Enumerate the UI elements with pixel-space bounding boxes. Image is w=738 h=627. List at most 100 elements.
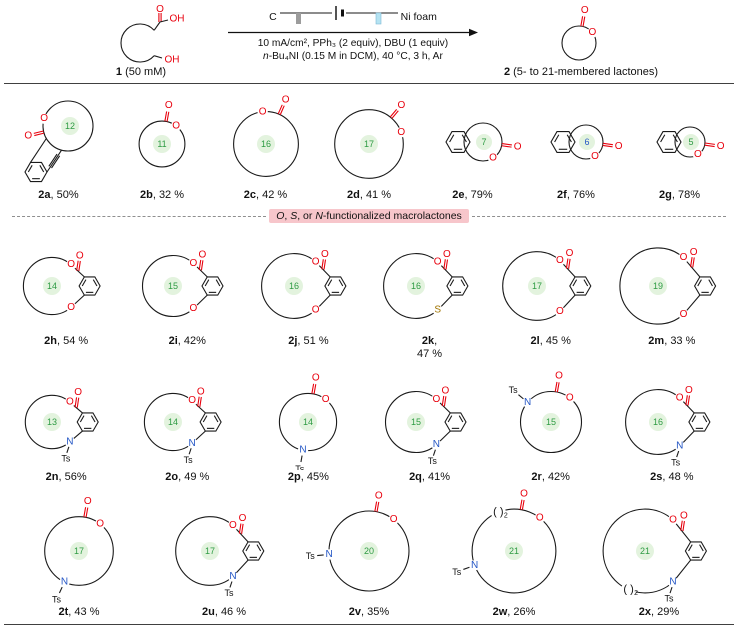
product-label-2f: 2f, 76%	[557, 189, 595, 202]
svg-text:20: 20	[364, 546, 374, 556]
svg-text:Ts: Ts	[427, 456, 437, 466]
svg-text:16: 16	[653, 417, 663, 427]
product-number: 2	[503, 66, 511, 78]
svg-text:O: O	[441, 386, 449, 397]
svg-text:O: O	[321, 249, 329, 260]
text-segment: S	[290, 210, 298, 223]
product-label-2q: 2q, 41%	[409, 471, 451, 484]
section-banner: O, S, or N-functionalized macrolactones	[269, 209, 469, 224]
text-segment: n	[263, 51, 269, 63]
reactant-conc: (50 mM)	[122, 66, 167, 78]
svg-text:Ts: Ts	[184, 455, 194, 465]
svg-text:O: O	[566, 393, 574, 404]
svg-text:O: O	[679, 309, 687, 320]
svg-text:O: O	[690, 247, 698, 258]
svg-text:N: N	[300, 445, 307, 456]
product-label-2g: 2g, 78%	[659, 189, 700, 202]
product-label-2s: 2s, 48 %	[650, 471, 694, 484]
divider-top	[4, 82, 734, 84]
svg-text:O: O	[555, 371, 563, 382]
svg-text:N: N	[189, 438, 196, 449]
svg-text:O: O	[189, 395, 197, 406]
svg-text:O: O	[76, 250, 84, 261]
svg-text:O: O	[96, 519, 104, 530]
anode-label: C	[269, 11, 277, 23]
svg-text:Ts: Ts	[52, 594, 62, 604]
svg-text:17: 17	[532, 281, 542, 291]
battery-icon	[279, 6, 398, 25]
svg-text:O: O	[694, 150, 702, 161]
conditions-block: C Ni foam 10 mA/cm², PPh₃ (2 equiv), DBU…	[227, 5, 478, 64]
svg-text:11: 11	[157, 139, 166, 149]
svg-text:5: 5	[688, 137, 693, 147]
svg-text:O: O	[556, 306, 564, 317]
svg-text:( ): ( )	[493, 506, 503, 518]
svg-text:O: O	[432, 394, 440, 405]
product-label-2d: 2d, 41 %	[346, 189, 392, 202]
svg-text:19: 19	[653, 281, 663, 291]
svg-text:O: O	[258, 107, 266, 118]
svg-text:N: N	[676, 441, 683, 452]
svg-text:O: O	[716, 141, 724, 152]
svg-text:13: 13	[47, 417, 57, 427]
svg-text:Ts: Ts	[665, 594, 675, 604]
svg-text:O: O	[676, 393, 684, 404]
svg-text:OH: OH	[169, 14, 184, 25]
svg-text:O: O	[74, 387, 82, 398]
svg-text:O: O	[197, 386, 205, 397]
text-segment: N	[315, 210, 323, 223]
svg-text:O: O	[312, 256, 320, 267]
product-label-2a: 2a, 50%	[38, 189, 79, 202]
svg-text:14: 14	[47, 281, 57, 291]
text-segment: -Bu₄NI (0.15 M in DCM), 40 °C, 3 h, Ar	[268, 51, 443, 63]
structure-2f: OO6	[550, 124, 623, 162]
svg-text:2: 2	[504, 513, 508, 520]
svg-text:O: O	[67, 259, 75, 270]
product-label-2p: 2p, 45%	[287, 471, 329, 484]
svg-text:O: O	[84, 496, 92, 507]
svg-text:14: 14	[303, 417, 313, 427]
svg-text:O: O	[312, 305, 320, 316]
svg-text:O: O	[199, 250, 207, 261]
svg-text:N: N	[326, 549, 333, 560]
electrode-row: C Ni foam	[269, 6, 437, 28]
svg-text:OH: OH	[164, 55, 179, 66]
svg-text:O: O	[229, 520, 237, 531]
svg-text:O: O	[67, 302, 75, 313]
svg-text:N: N	[669, 577, 676, 588]
svg-text:Ts: Ts	[508, 385, 518, 395]
text-segment: O	[276, 210, 285, 223]
svg-text:16: 16	[411, 281, 421, 291]
structure-2e: OO7	[444, 122, 521, 164]
product-label-2v: 2v, 35%	[348, 606, 390, 619]
svg-text:O: O	[513, 142, 521, 153]
product-label-2u: 2u, 46 %	[201, 606, 247, 619]
svg-text:O: O	[397, 127, 405, 138]
svg-text:O: O	[165, 101, 173, 112]
product-label-2h: 2h, 54 %	[44, 335, 89, 348]
